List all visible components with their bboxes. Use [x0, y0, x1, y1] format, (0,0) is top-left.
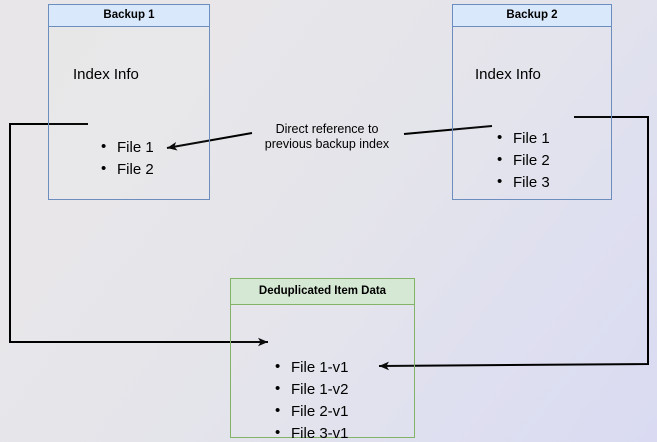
list-item: File 2-v1 [275, 403, 349, 419]
backup-1-index-info-label: Index Info [73, 66, 139, 83]
backup-1-file-list: File 1 File 2 [101, 139, 154, 184]
list-item: File 1-v1 [275, 359, 349, 375]
dedup-file-list: File 1-v1 File 1-v2 File 2-v1 File 3-v1 [275, 359, 349, 442]
list-item: File 3 [497, 174, 550, 190]
backup-2-file-list: File 1 File 2 File 3 [497, 130, 550, 197]
box-deduplicated-item-data[interactable]: Deduplicated Item Data File 1-v1 File 1-… [230, 278, 415, 441]
list-item: File 3-v1 [275, 425, 349, 441]
edge-label-direct-reference: Direct reference to previous backup inde… [252, 122, 402, 152]
list-item: File 2 [101, 161, 154, 177]
list-item: File 1 [101, 139, 154, 155]
list-item: File 2 [497, 152, 550, 168]
box-deduplicated-item-data-header: Deduplicated Item Data [231, 279, 414, 305]
box-backup-1[interactable]: Backup 1 Index Info File 1 File 2 [48, 4, 210, 200]
edge-label-line-2: previous backup index [264, 137, 390, 151]
box-backup-1-header: Backup 1 [49, 5, 209, 27]
list-item: File 1-v2 [275, 381, 349, 397]
box-backup-2-header: Backup 2 [453, 5, 611, 27]
edge-label-line-1: Direct reference to [275, 122, 379, 136]
box-backup-2[interactable]: Backup 2 Index Info File 1 File 2 File 3 [452, 4, 612, 200]
list-item: File 1 [497, 130, 550, 146]
backup-2-index-info-label: Index Info [475, 66, 541, 83]
